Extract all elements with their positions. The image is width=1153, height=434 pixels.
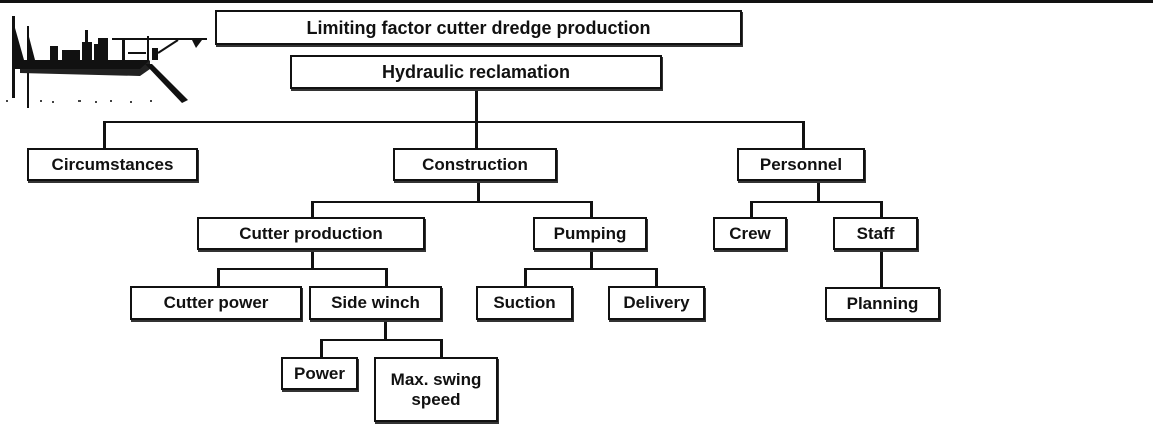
connector (880, 250, 883, 287)
connector (103, 121, 804, 123)
connector (880, 201, 883, 218)
connector (217, 268, 387, 270)
connector (524, 268, 527, 287)
node-power: Power (281, 357, 358, 390)
node-hydraulic-reclamation: Hydraulic reclamation (290, 55, 662, 89)
connector (477, 180, 480, 203)
connector (475, 88, 478, 123)
connector (590, 250, 593, 270)
node-cutter-power: Cutter power (130, 286, 302, 320)
node-pumping: Pumping (533, 217, 647, 250)
connector (590, 201, 593, 218)
node-construction: Construction (393, 148, 557, 181)
connector (103, 121, 106, 149)
connector (217, 268, 220, 287)
cutter-dredge-ship-icon (6, 16, 207, 108)
connector (475, 121, 478, 149)
connector (320, 339, 442, 341)
connector (524, 268, 657, 270)
node-cutter-production: Cutter production (197, 217, 425, 250)
connector (385, 268, 388, 287)
node-side-winch: Side winch (309, 286, 442, 320)
connector (655, 268, 658, 287)
connector (384, 320, 387, 341)
node-max-swing-speed: Max. swing speed (374, 357, 498, 422)
connector (802, 121, 805, 149)
node-staff: Staff (833, 217, 918, 250)
top-border (0, 0, 1153, 3)
connector (311, 250, 314, 270)
connector (750, 201, 753, 218)
node-personnel: Personnel (737, 148, 865, 181)
node-planning: Planning (825, 287, 940, 320)
connector (817, 180, 820, 203)
node-title: Limiting factor cutter dredge production (215, 10, 742, 45)
connector (320, 339, 323, 358)
node-circumstances: Circumstances (27, 148, 198, 181)
node-suction: Suction (476, 286, 573, 320)
connector (440, 339, 443, 358)
node-crew: Crew (713, 217, 787, 250)
connector (311, 201, 314, 218)
connector (311, 201, 592, 203)
node-delivery: Delivery (608, 286, 705, 320)
connector (750, 201, 882, 203)
